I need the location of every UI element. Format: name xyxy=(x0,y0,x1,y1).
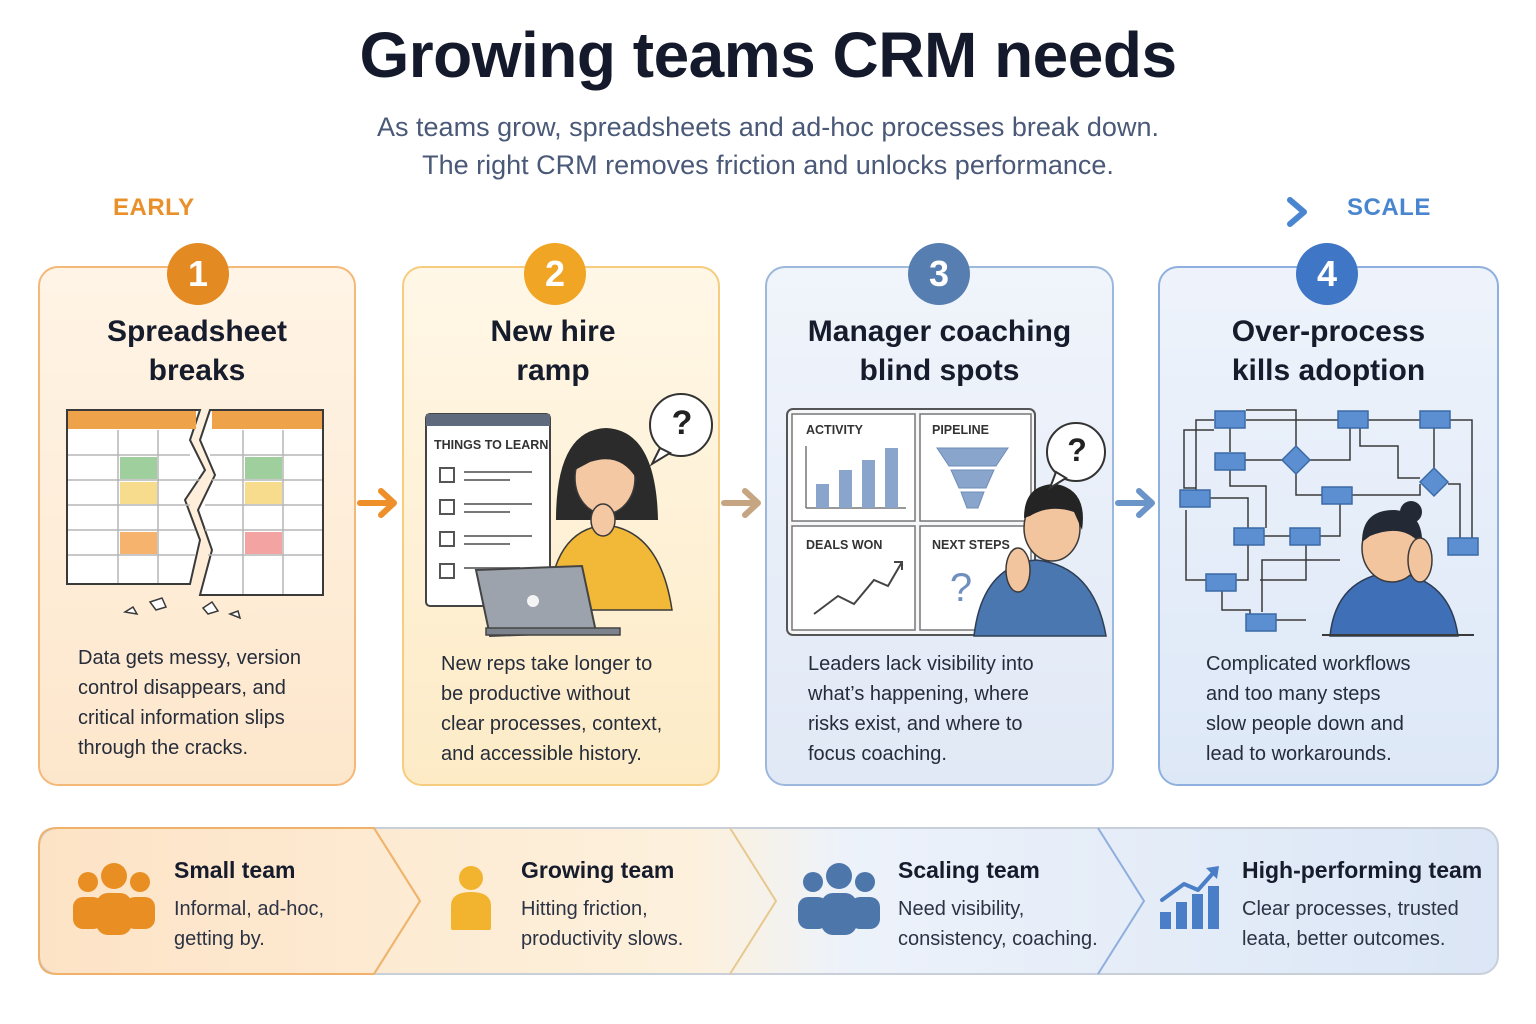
dashboard-next-steps-label: NEXT STEPS xyxy=(932,538,1010,552)
connector-arrow-1-2 xyxy=(357,488,397,518)
stage-high-performing-team: High-performing team Clear processes, tr… xyxy=(1242,857,1483,950)
step-badge-3: 3 xyxy=(908,243,970,305)
timeline-start-label: EARLY xyxy=(113,194,195,221)
subtitle-line-1: As teams grow, spreadsheets and ad-hoc p… xyxy=(377,112,1159,142)
step-badge-4: 4 xyxy=(1296,243,1358,305)
dashboard-deals-won-label: DEALS WON xyxy=(806,538,883,552)
dashboard-activity-label: ACTIVITY xyxy=(806,423,863,437)
checklist-title: THINGS TO LEARN xyxy=(434,438,549,452)
dashboard-pipeline-label: PIPELINE xyxy=(932,423,989,437)
card-over-process xyxy=(1158,266,1499,786)
stage-small-team: Small team Informal, ad-hoc,getting by. xyxy=(174,857,325,950)
step-badge-2: 2 xyxy=(524,243,586,305)
timeline-end-label: SCALE xyxy=(1347,194,1431,221)
question-bubble-icon: ? xyxy=(671,404,693,442)
page-title: Growing teams CRM needs xyxy=(359,19,1177,91)
group-icon xyxy=(798,863,880,935)
stage-growing-team: Growing team Hitting friction,productivi… xyxy=(521,857,684,950)
step-badge-1: 1 xyxy=(167,243,229,305)
person-icon xyxy=(451,866,491,930)
subtitle-line-2: The right CRM removes friction and unloc… xyxy=(422,150,1114,180)
group-icon xyxy=(73,863,155,935)
connector-arrow-3-4 xyxy=(1115,488,1155,518)
question-bubble-icon: ? xyxy=(1067,432,1087,468)
connector-arrow-2-3 xyxy=(721,488,761,518)
growth-chart-icon xyxy=(1160,866,1219,929)
stage-scaling-team: Scaling team Need visibility,consistency… xyxy=(898,857,1098,950)
timeline-arrow xyxy=(227,197,1307,227)
next-steps-question-icon: ? xyxy=(949,566,973,610)
